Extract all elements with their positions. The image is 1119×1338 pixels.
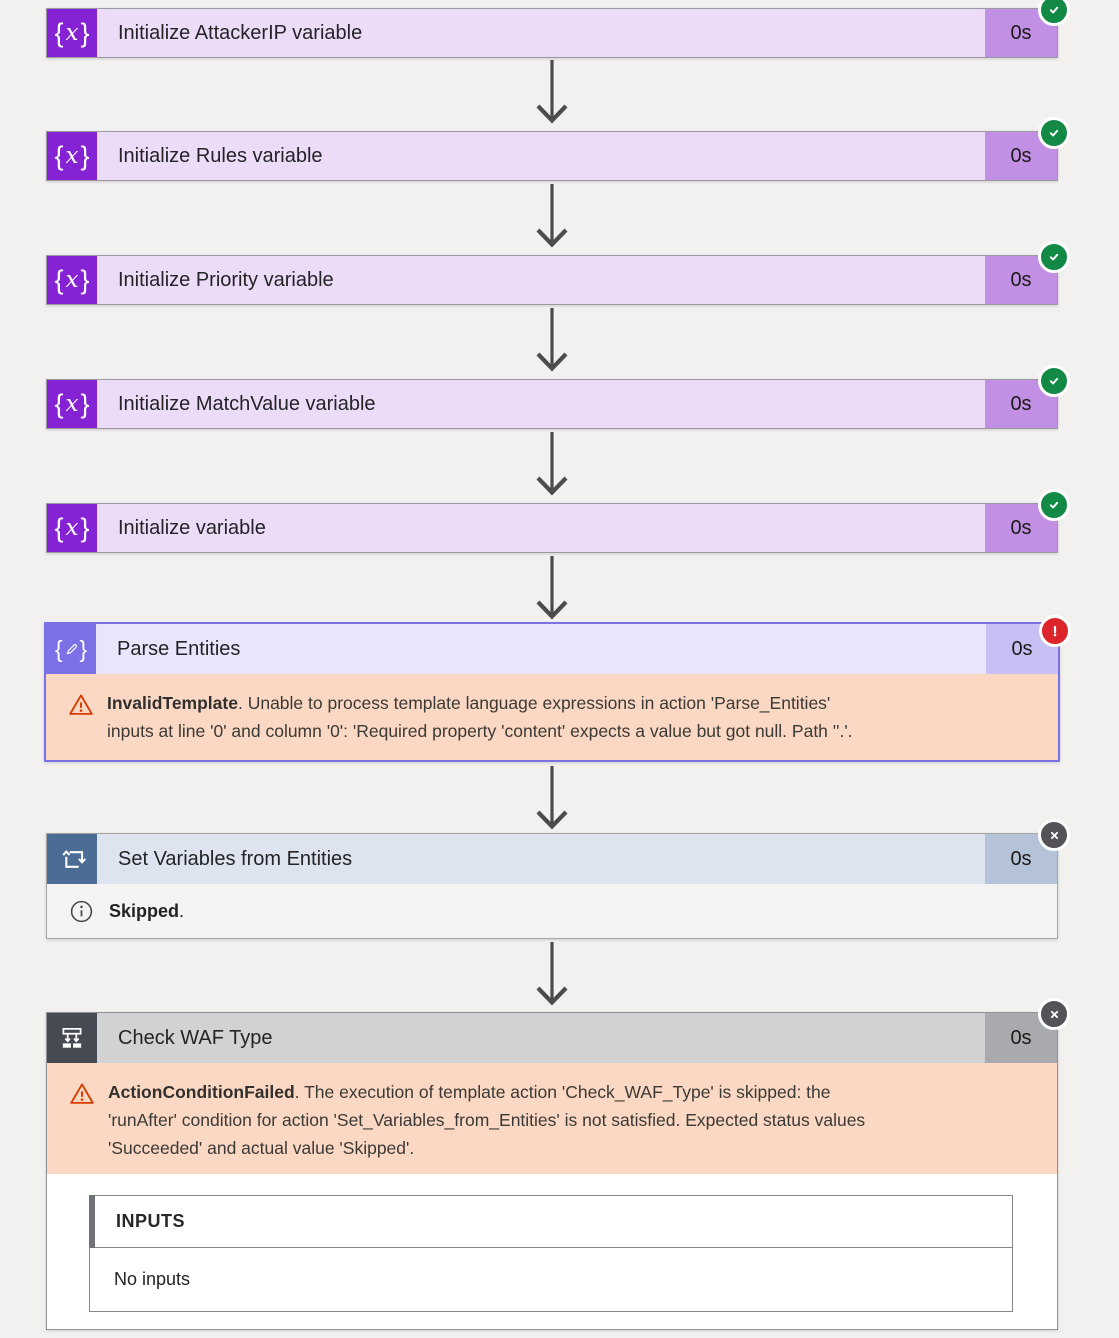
check-icon <box>1049 129 1059 137</box>
warning-triangle-icon <box>70 1083 94 1104</box>
connector-arrow-icon <box>536 184 568 248</box>
error-message-text: ActionConditionFailed. The execution of … <box>108 1082 866 1158</box>
action-duration: 0s <box>985 380 1057 428</box>
inputs-label: INPUTS <box>116 1211 186 1231</box>
action-title: Initialize Priority variable <box>97 256 985 304</box>
check-icon <box>1049 253 1059 261</box>
action-title: Check WAF Type <box>97 1013 985 1063</box>
set-variables-header[interactable]: Set Variables from Entities 0s <box>47 834 1057 884</box>
variable-braces-icon: {x} <box>47 9 97 57</box>
variable-braces-icon: {x} <box>47 256 97 304</box>
status-failed-badge <box>1039 615 1071 647</box>
action-parse-entities[interactable]: { } Parse Entities 0s InvalidTemplate. U… <box>44 615 1071 762</box>
status-succeeded-badge <box>1038 365 1070 397</box>
action-title: Initialize variable <box>97 504 985 552</box>
error-message-panel: ActionConditionFailed. The execution of … <box>47 1063 1057 1174</box>
pencil-icon <box>66 643 77 654</box>
connector-arrow-icon <box>536 766 568 830</box>
parse-entities-header[interactable]: { } Parse Entities 0s <box>46 624 1058 674</box>
x-icon <box>1050 1010 1058 1018</box>
action-title: Set Variables from Entities <box>97 834 985 884</box>
connector-arrow-icon <box>536 432 568 496</box>
status-succeeded-badge <box>1038 117 1070 149</box>
action-title: Initialize MatchValue variable <box>97 380 985 428</box>
action-initialize-priority-variable[interactable]: {x} Initialize Priority variable 0s <box>46 241 1070 305</box>
check-icon <box>1049 377 1059 385</box>
connector-arrow-icon <box>536 942 568 1006</box>
action-initialize-attackerip-variable[interactable]: {x} Initialize AttackerIP variable 0s <box>46 0 1070 58</box>
status-skipped-badge <box>1038 819 1070 851</box>
connector-arrow-icon <box>536 556 568 620</box>
parse-json-icon: { } <box>46 624 96 674</box>
action-initialize-rules-variable[interactable]: {x} Initialize Rules variable 0s <box>46 117 1070 181</box>
inputs-panel-header: INPUTS <box>89 1195 1012 1248</box>
variable-braces-icon: {x} <box>47 504 97 552</box>
foreach-loop-icon <box>47 834 97 884</box>
check-waf-type-header[interactable]: Check WAF Type 0s <box>47 1013 1057 1063</box>
variable-braces-icon: {x} <box>47 132 97 180</box>
connector-arrow-icon <box>536 60 568 124</box>
x-icon <box>1050 831 1058 839</box>
error-code: InvalidTemplate <box>107 693 238 713</box>
switch-icon <box>47 1013 97 1063</box>
error-message-text: InvalidTemplate. Unable to process templ… <box>107 693 853 741</box>
action-title: Initialize Rules variable <box>97 132 985 180</box>
skipped-label: Skipped <box>109 900 180 921</box>
exclamation-icon <box>1053 625 1057 637</box>
action-check-waf-type[interactable]: Check WAF Type 0s ActionConditionFailed.… <box>46 998 1070 1330</box>
check-icon <box>1049 6 1059 14</box>
error-message-panel: InvalidTemplate. Unable to process templ… <box>46 674 1058 745</box>
action-initialize-variable[interactable]: {x} Initialize variable 0s <box>46 489 1070 553</box>
warning-triangle-icon <box>69 694 93 715</box>
error-code: ActionConditionFailed <box>108 1082 295 1102</box>
variable-braces-icon: {x} <box>47 380 97 428</box>
status-succeeded-badge <box>1038 489 1070 521</box>
status-skipped-badge <box>1038 998 1070 1030</box>
info-icon <box>69 899 94 924</box>
inputs-panel: INPUTS No inputs <box>89 1195 1013 1312</box>
action-initialize-matchvalue-variable[interactable]: {x} Initialize MatchValue variable 0s <box>46 365 1070 429</box>
action-title: Parse Entities <box>96 624 986 674</box>
status-succeeded-badge <box>1038 0 1070 26</box>
action-set-variables-from-entities[interactable]: Set Variables from Entities 0s Skipped. <box>46 819 1070 939</box>
inputs-panel-body: No inputs <box>114 1269 191 1289</box>
action-title: Initialize AttackerIP variable <box>97 9 985 57</box>
check-icon <box>1049 501 1059 509</box>
skipped-note: Skipped. <box>47 884 1057 938</box>
connector-arrow-icon <box>536 308 568 372</box>
status-succeeded-badge <box>1038 241 1070 273</box>
